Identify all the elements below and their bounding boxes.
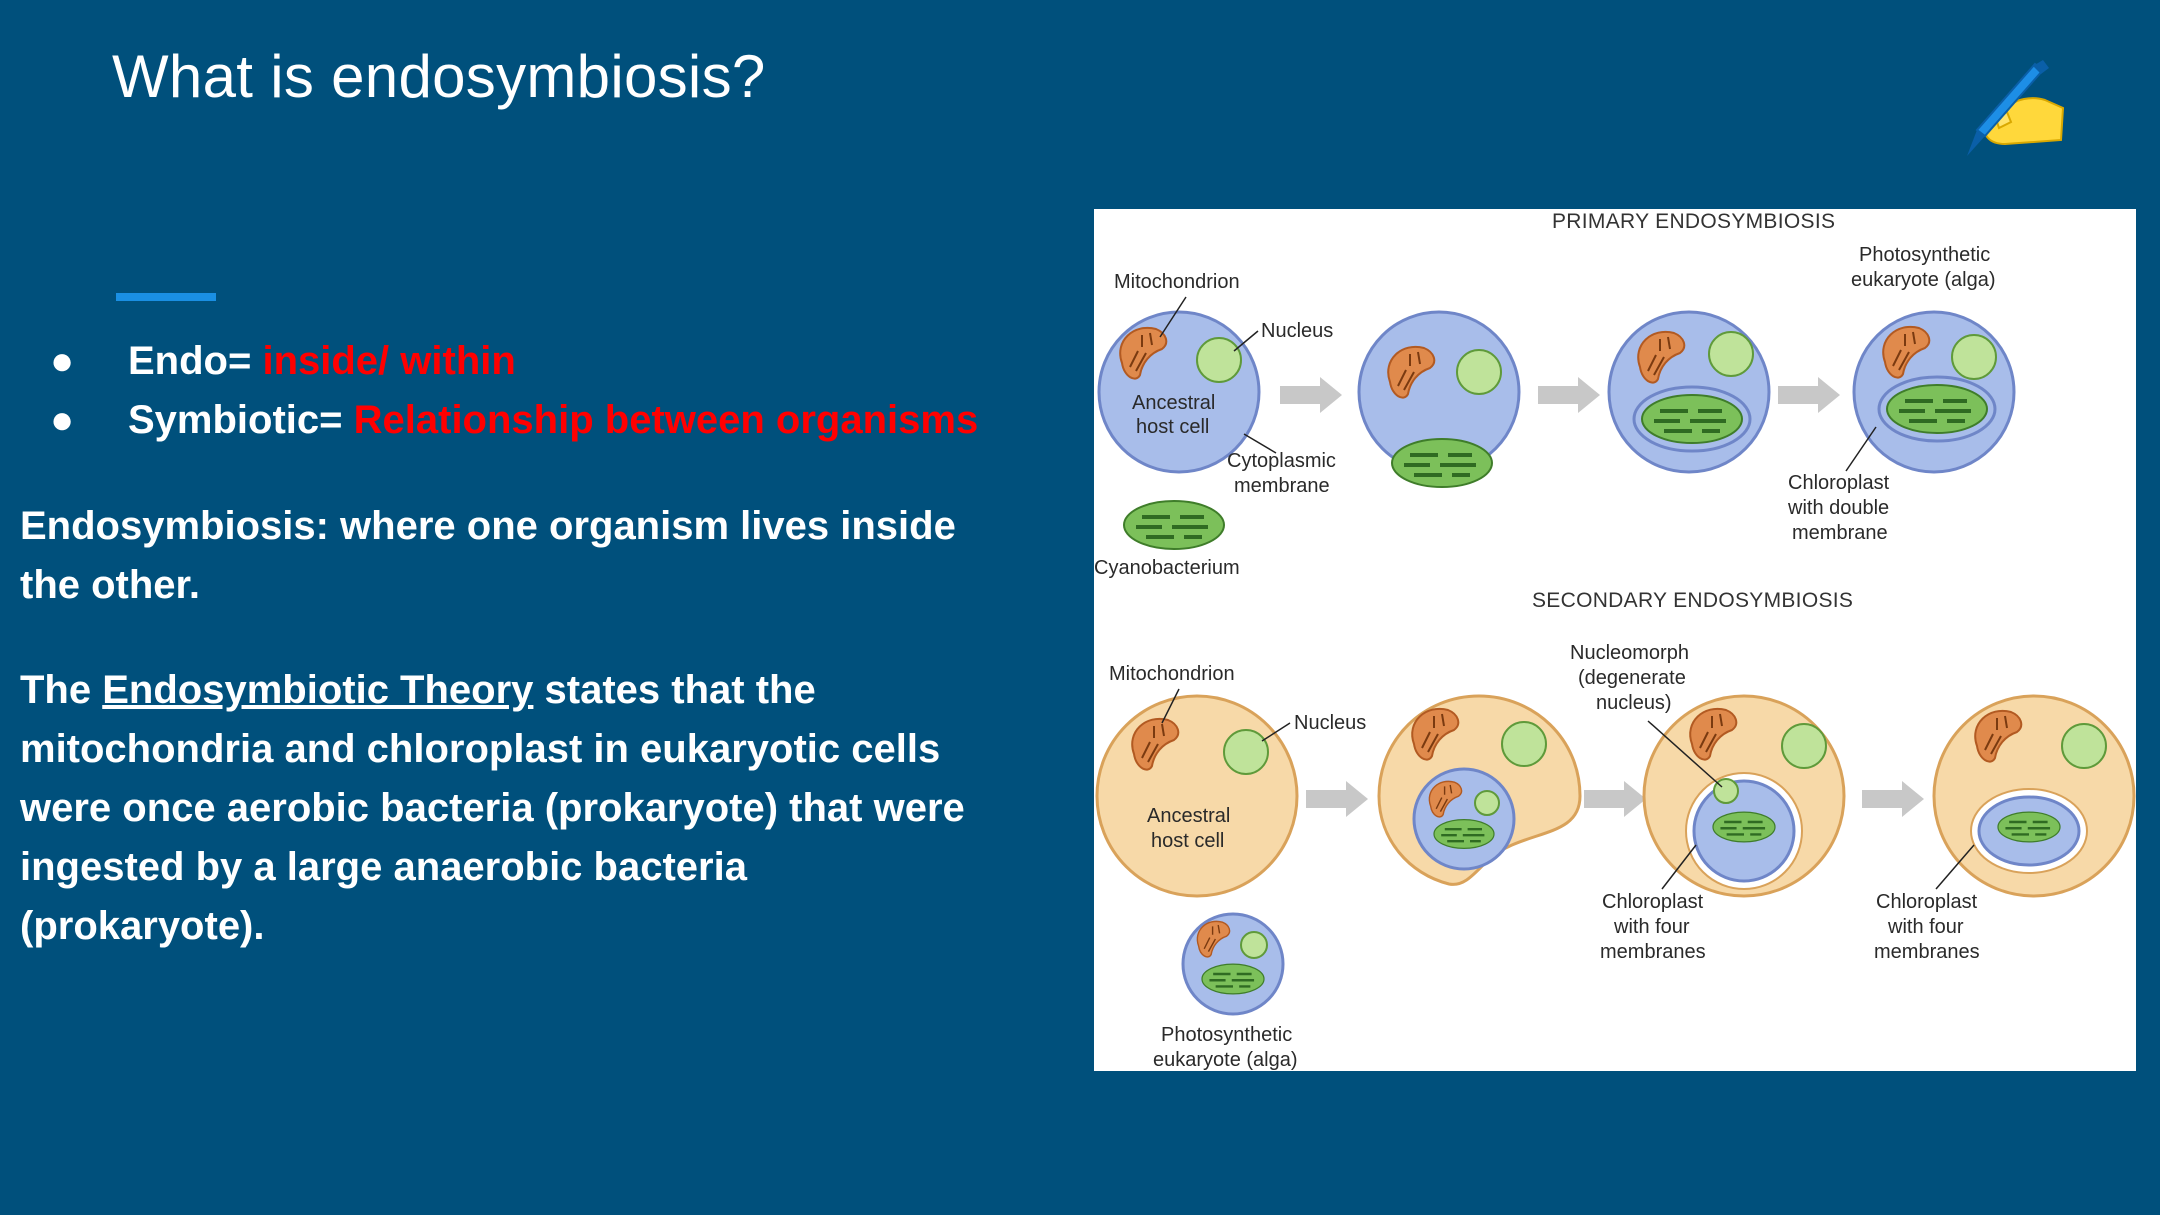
primary-engulfing-cell: [1357, 310, 1521, 489]
svg-text:membranes: membranes: [1874, 941, 1980, 963]
cyanobacterium-cell: [1122, 499, 1226, 551]
primary-engulfed-cell: [1607, 310, 1771, 474]
bullet-marker: ●: [50, 339, 75, 383]
primary-host-cell: Ancestral host cell: [1097, 310, 1261, 474]
photosynthetic-alga-cell: [1181, 912, 1285, 1016]
secondary-engulfed-cell: [1642, 694, 1846, 898]
label-chloroplast-four-1: Chloroplast: [1602, 891, 1704, 913]
endosymbiosis-diagram: PRIMARY ENDOSYMBIOSIS Ancestral host cel…: [1094, 209, 2136, 1071]
label-nucleus-2: Nucleus: [1294, 712, 1366, 734]
label-cyanobacterium: Cyanobacterium: [1094, 557, 1240, 579]
label-photosynthetic-alga-2: Photosynthetic: [1161, 1024, 1292, 1046]
secondary-engulfing-cell: [1377, 694, 1582, 886]
svg-text:with double: with double: [1787, 497, 1889, 519]
label-mitochondrion-2: Mitochondrion: [1109, 663, 1235, 685]
definition-term: Endo=: [128, 339, 263, 383]
theory-paragraph: The Endosymbiotic Theory states that the…: [20, 661, 980, 956]
label-chloroplast-four-2: Chloroplast: [1876, 891, 1978, 913]
svg-text:with four: with four: [1613, 916, 1690, 938]
label-nucleomorph: Nucleomorph: [1570, 642, 1689, 664]
svg-text:(degenerate: (degenerate: [1578, 667, 1686, 689]
svg-text:Ancestral: Ancestral: [1132, 392, 1215, 414]
label-cytoplasmic-membrane: Cytoplasmic: [1227, 450, 1336, 472]
writing-hand-icon: [1967, 60, 2065, 156]
svg-text:eukaryote (alga): eukaryote (alga): [1153, 1049, 1298, 1071]
svg-text:with four: with four: [1887, 916, 1964, 938]
definition-list: ● Endo= inside/ within ● Symbiotic= Relati…: [50, 332, 978, 450]
title-accent-bar: [116, 293, 216, 301]
theory-suffix: states that the mitochondria and chlorop…: [20, 668, 965, 948]
endosymbiotic-theory-link[interactable]: Endosymbiotic Theory: [102, 668, 534, 712]
svg-text:host cell: host cell: [1151, 830, 1224, 852]
svg-text:membranes: membranes: [1600, 941, 1706, 963]
label-photosynthetic-alga: Photosynthetic: [1859, 244, 1990, 266]
definition-item-symbiotic: ● Symbiotic= Relationship between organis…: [50, 391, 978, 450]
svg-text:host cell: host cell: [1136, 416, 1209, 438]
svg-text:membrane: membrane: [1234, 475, 1330, 497]
secondary-heading: SECONDARY ENDOSYMBIOSIS: [1532, 589, 1853, 612]
svg-text:Ancestral: Ancestral: [1147, 805, 1230, 827]
primary-alga-cell: [1852, 310, 2016, 474]
definition-meaning: inside/ within: [262, 339, 516, 383]
definition-term: Symbiotic=: [128, 398, 354, 442]
slide-title: What is endosymbiosis?: [112, 43, 766, 110]
definition-meaning: Relationship between organisms: [353, 398, 979, 442]
svg-text:membrane: membrane: [1792, 522, 1888, 544]
label-mitochondrion: Mitochondrion: [1114, 271, 1240, 293]
svg-text:eukaryote (alga): eukaryote (alga): [1851, 269, 1996, 291]
primary-heading: PRIMARY ENDOSYMBIOSIS: [1552, 210, 1835, 233]
theory-prefix: The: [20, 668, 103, 712]
label-chloroplast-double: Chloroplast: [1788, 472, 1890, 494]
svg-text:nucleus): nucleus): [1596, 692, 1672, 714]
label-nucleus: Nucleus: [1261, 320, 1333, 342]
secondary-final-cell: [1932, 694, 2136, 898]
secondary-host-cell: Ancestral host cell: [1095, 694, 1299, 898]
definition-item-endo: ● Endo= inside/ within: [50, 332, 978, 391]
bullet-marker: ●: [50, 398, 75, 442]
endosymbiosis-definition: Endosymbiosis: where one organism lives …: [20, 504, 956, 607]
